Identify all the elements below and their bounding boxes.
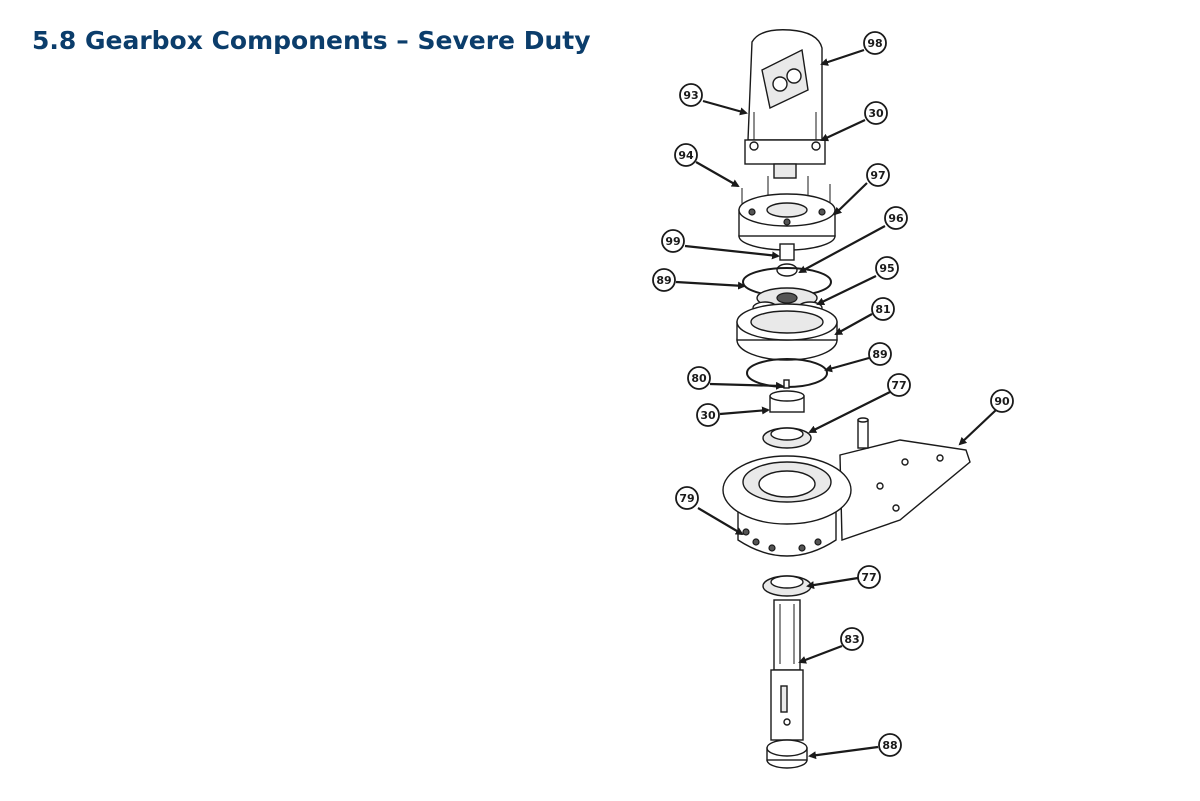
motor-housing-part [744, 29, 826, 179]
callout-98: 98 [863, 31, 887, 55]
callout-77-upper: 77 [887, 373, 911, 397]
callout-80: 80 [687, 366, 711, 390]
svg-text:94: 94 [678, 149, 694, 162]
svg-text:77: 77 [891, 379, 906, 392]
svg-text:80: 80 [691, 372, 707, 385]
svg-text:93: 93 [683, 89, 698, 102]
svg-text:81: 81 [875, 303, 890, 316]
svg-text:98: 98 [867, 37, 882, 50]
callout-94: 94 [674, 143, 698, 167]
svg-text:89: 89 [656, 274, 671, 287]
upper-bearing-part [762, 427, 812, 449]
svg-text:97: 97 [870, 169, 885, 182]
ring-gear-part [736, 303, 838, 361]
key-and-spacer-part [769, 379, 805, 413]
svg-text:79: 79 [679, 492, 694, 505]
svg-text:96: 96 [888, 212, 904, 225]
svg-text:99: 99 [665, 235, 680, 248]
callout-99: 99 [661, 229, 685, 253]
gearbox-housing-and-arm-part [722, 417, 971, 557]
svg-text:30: 30 [868, 107, 884, 120]
callout-79: 79 [675, 486, 699, 510]
callout-30-lower: 30 [696, 403, 720, 427]
callout-88: 88 [878, 733, 902, 757]
callout-77-lower: 77 [857, 565, 881, 589]
svg-text:30: 30 [700, 409, 716, 422]
callout-81: 81 [871, 297, 895, 321]
svg-text:83: 83 [844, 633, 859, 646]
callout-96: 96 [884, 206, 908, 230]
callout-95: 95 [875, 256, 899, 280]
svg-text:89: 89 [872, 348, 887, 361]
callout-89-upper: 89 [652, 268, 676, 292]
output-shaft-part [766, 599, 808, 769]
callout-30-upper: 30 [864, 101, 888, 125]
callout-89-lower: 89 [868, 342, 892, 366]
callout-83: 83 [840, 627, 864, 651]
gearbox-exploded-diagram: 98 93 30 94 97 96 99 95 89 81 89 80 [652, 29, 1014, 769]
svg-text:90: 90 [994, 395, 1010, 408]
lower-bearing-part [762, 575, 812, 597]
leader-lines [675, 48, 997, 760]
svg-text:77: 77 [861, 571, 876, 584]
callout-97: 97 [866, 163, 890, 187]
adapter-plate-part [738, 176, 836, 251]
pinion-bearing-part [776, 243, 798, 277]
page-title: 5.8 Gearbox Components – Severe Duty [32, 26, 591, 55]
callout-93: 93 [679, 83, 703, 107]
svg-text:95: 95 [879, 262, 894, 275]
callout-90: 90 [990, 389, 1014, 413]
svg-text:88: 88 [882, 739, 897, 752]
